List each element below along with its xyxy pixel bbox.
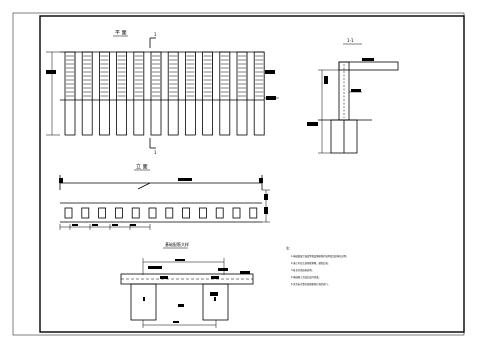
elevation-view: 立 面 bbox=[59, 163, 270, 230]
plan-pile-outline bbox=[202, 51, 214, 136]
elevation-opening bbox=[81, 207, 90, 219]
plan-pile-outline bbox=[116, 51, 127, 136]
plan-pile bbox=[99, 51, 110, 136]
dimension-tag bbox=[72, 224, 78, 226]
elevation-opening bbox=[115, 207, 123, 219]
section-left-tag bbox=[307, 122, 318, 126]
dimension-tag bbox=[92, 224, 98, 226]
elevation-opening bbox=[64, 207, 73, 219]
plan-pile bbox=[116, 51, 127, 136]
elevation-dimension-ticks bbox=[59, 224, 151, 230]
elevation-top-tag bbox=[178, 178, 192, 181]
detail-right-tag bbox=[240, 271, 250, 274]
section-view: 1-1 bbox=[307, 38, 399, 154]
section-marker-bottom-label: 1 bbox=[154, 150, 157, 155]
notes-heading: 注： bbox=[286, 245, 292, 250]
section-marker-top: 1 bbox=[149, 32, 157, 48]
elevation-opening bbox=[131, 207, 140, 219]
detail-title: 基础配筋大样 bbox=[165, 241, 189, 247]
plan-pile bbox=[150, 51, 162, 136]
plan-pile bbox=[133, 51, 145, 136]
plan-piles-group bbox=[64, 51, 265, 136]
plan-pile bbox=[167, 51, 179, 136]
elevation-opening bbox=[232, 207, 241, 219]
plan-pile-outline bbox=[81, 51, 93, 136]
elevation-section-arrow bbox=[137, 182, 151, 190]
inner-drawing-frame bbox=[39, 15, 465, 333]
plan-pile bbox=[202, 51, 214, 136]
elevation-opening bbox=[165, 207, 174, 219]
plan-pile-outline bbox=[64, 51, 76, 136]
plan-pile-outline bbox=[219, 51, 231, 136]
elevation-opening bbox=[98, 207, 106, 219]
plan-pile bbox=[236, 51, 248, 136]
note-line-4: 4.基础施工完成后及时回填。 bbox=[291, 275, 321, 279]
plan-pile-outline bbox=[99, 51, 110, 136]
elevation-openings-group bbox=[64, 207, 258, 219]
detail-view: 基础配筋大样 bbox=[120, 241, 254, 328]
elevation-opening bbox=[215, 207, 224, 219]
plan-pile-outline bbox=[253, 51, 265, 136]
elevation-opening bbox=[198, 207, 207, 219]
elevation-title: 立 面 bbox=[136, 163, 148, 170]
detail-pile-right bbox=[202, 283, 229, 321]
plan-pile-outline bbox=[184, 51, 196, 136]
note-line-5: 5.其余未尽事宜按国家现行规范执行。 bbox=[291, 282, 330, 286]
elevation-opening bbox=[148, 207, 157, 219]
elevation-opening bbox=[249, 207, 258, 219]
outer-sheet-border bbox=[12, 12, 465, 336]
section-slab-tag bbox=[362, 58, 374, 61]
notes-block: 注： 1.基础混凝土强度等级及钢筋保护层厚度见结构总说明。 2.施工时应注意预留… bbox=[286, 245, 348, 286]
plan-title: 平 面 bbox=[115, 30, 127, 36]
plan-pile-outline bbox=[133, 51, 145, 136]
plan-pile bbox=[253, 51, 265, 136]
detail-pile-left bbox=[130, 283, 157, 321]
note-line-1: 1.基础混凝土强度等级及钢筋保护层厚度见结构总说明。 bbox=[291, 254, 348, 258]
section-title: 1-1 bbox=[347, 38, 354, 43]
plan-pile bbox=[81, 51, 93, 136]
plan-right-tag-top bbox=[265, 70, 275, 74]
plan-pile-outline bbox=[236, 51, 248, 136]
section-slab bbox=[338, 61, 399, 71]
section-mid-tag bbox=[351, 89, 361, 92]
plan-pile bbox=[64, 51, 76, 136]
note-line-2: 2.施工时应注意预留预埋，避免后凿。 bbox=[291, 261, 330, 265]
plan-pile-outline bbox=[167, 51, 179, 136]
plan-left-tag bbox=[46, 70, 56, 74]
plan-pile bbox=[219, 51, 231, 136]
note-line-3: 3.桩长详见桩基说明。 bbox=[291, 268, 314, 272]
plan-view: 平 面 1 1 bbox=[46, 30, 279, 155]
section-left-dimension-tag bbox=[324, 76, 328, 84]
section-marker-top-label: 1 bbox=[154, 32, 157, 37]
dimension-tag bbox=[112, 224, 118, 226]
detail-cap-tag bbox=[148, 266, 162, 269]
elevation-opening bbox=[182, 207, 191, 219]
dimension-tag bbox=[130, 224, 136, 226]
section-marker-bottom: 1 bbox=[149, 138, 157, 155]
plan-pile bbox=[184, 51, 196, 136]
plan-pile-outline bbox=[150, 51, 162, 136]
